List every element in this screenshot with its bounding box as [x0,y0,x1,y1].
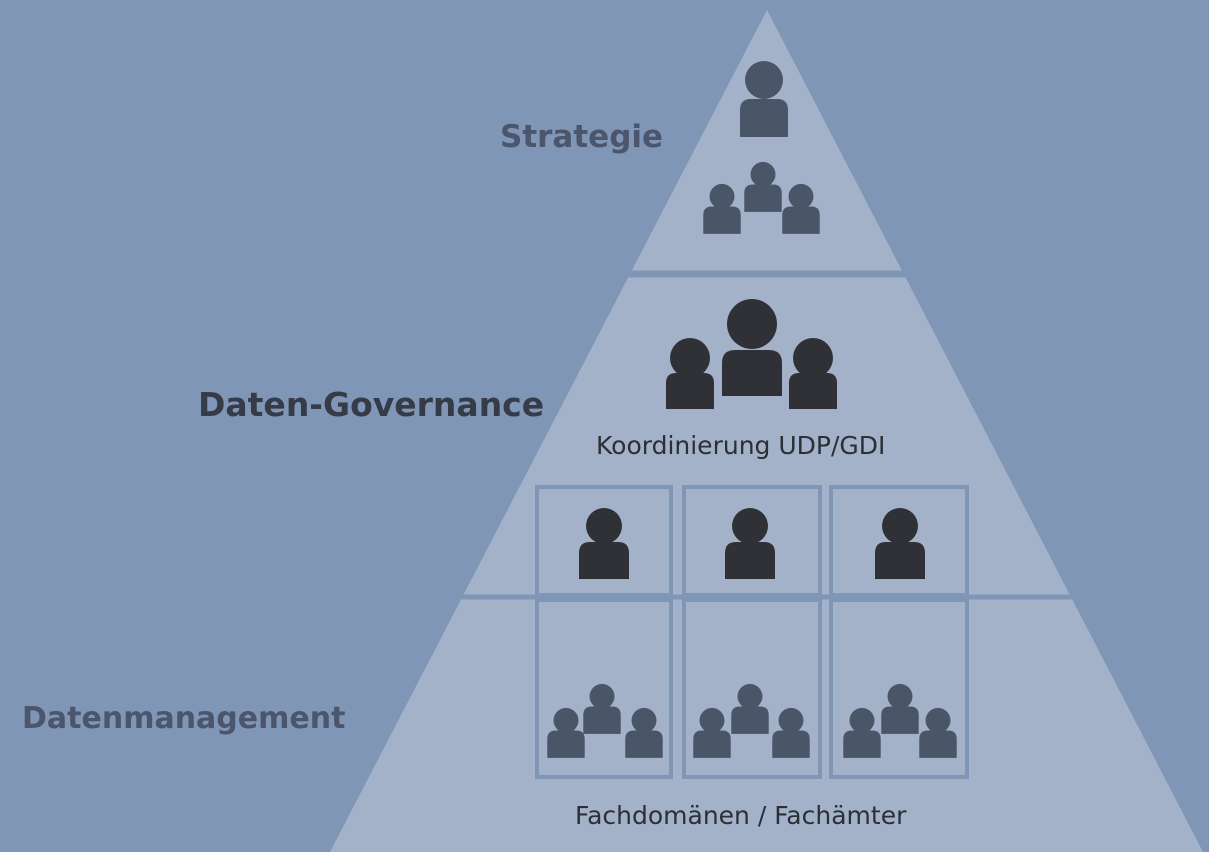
management-box-3 [829,598,969,779]
pyramid [330,10,1203,852]
governance-box-2 [682,485,822,597]
group-icon [666,299,837,409]
sublabel-koordinierung: Koordinierung UDP/GDI [596,431,886,460]
governance-box-3 [829,485,969,597]
level-label-strategie: Strategie [500,119,664,155]
sublabel-fachdomaenen: Fachdomänen / Fachämter [575,801,907,830]
person-icon [740,61,788,137]
governance-box-1 [535,485,673,597]
level-label-governance: Daten-Governance [198,385,545,424]
level-label-datenmanagement: Datenmanagement [22,701,346,736]
management-box-1 [535,598,673,779]
management-box-2 [682,598,822,779]
